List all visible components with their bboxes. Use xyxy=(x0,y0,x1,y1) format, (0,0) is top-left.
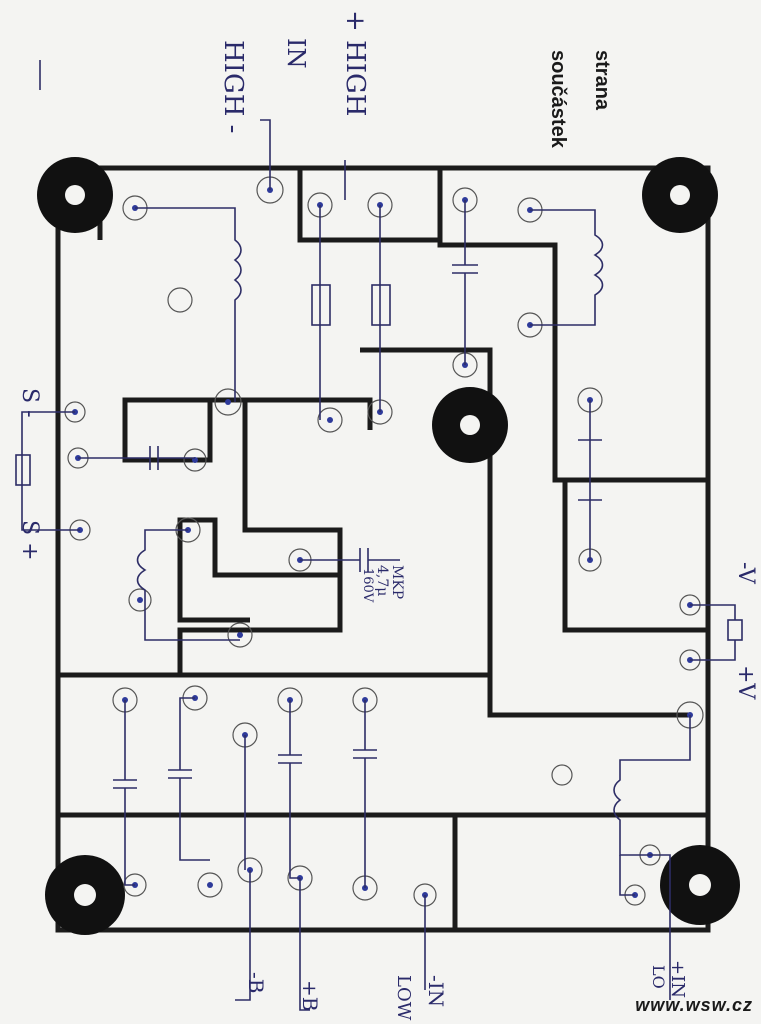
board-outline xyxy=(55,165,711,933)
label-minus-in: -IN xyxy=(424,975,448,1008)
label-minus-b: -B xyxy=(244,972,268,994)
label-cap-voltage: 160V xyxy=(360,568,375,603)
component-sketches xyxy=(15,60,743,1011)
label-s-plus: S + xyxy=(17,520,42,561)
label-cap-value: 4,7μ xyxy=(374,565,390,597)
label-cap-mkp: MKP xyxy=(389,565,405,600)
label-lo: LO xyxy=(649,965,668,989)
label-plus-in: +IN xyxy=(667,960,688,998)
label-low: LOW xyxy=(393,975,414,1021)
site-footer: www.wsw.cz xyxy=(635,995,753,1015)
label-in: IN xyxy=(282,38,310,69)
label-plus-high: + HIGH xyxy=(340,10,370,117)
label-plus-v: +V xyxy=(733,665,758,700)
mounting-holes xyxy=(37,157,740,935)
title-line-1: strana xyxy=(591,50,613,111)
title-block: strana součástek xyxy=(525,50,635,148)
label-s-minus: S - xyxy=(17,388,42,418)
title-line-2: součástek xyxy=(547,50,569,148)
label-minus-v: -V xyxy=(733,562,758,584)
label-minus-high: HIGH - xyxy=(218,40,248,134)
label-plus-b: +B xyxy=(298,980,322,1012)
